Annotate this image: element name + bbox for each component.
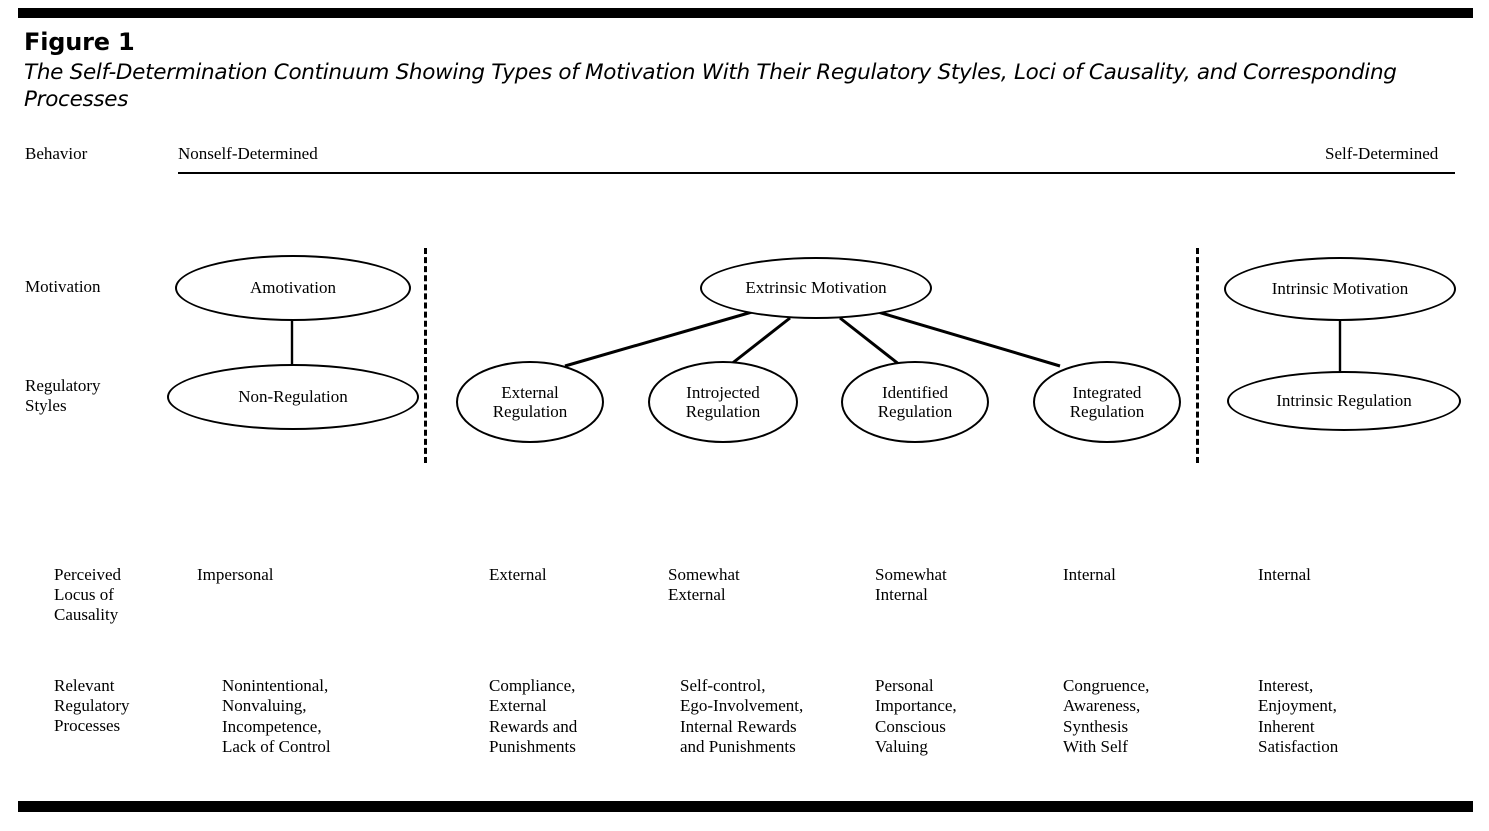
process-item-intrinsic: Interest, Enjoyment, Inherent Satisfacti… bbox=[1258, 676, 1339, 757]
process-item-identified: Personal Importance, Conscious Valuing bbox=[875, 676, 957, 757]
plc-item-somewhat-external: Somewhat External bbox=[668, 565, 740, 605]
plc-item-impersonal: Impersonal bbox=[197, 565, 274, 584]
plc-item-external: External bbox=[489, 565, 547, 584]
bottom-rule bbox=[18, 801, 1473, 812]
continuum-right-end: Self-Determined bbox=[1325, 144, 1439, 163]
plc-item-somewhat-internal: Somewhat Internal bbox=[875, 565, 947, 605]
node-intrinsic-regulation[interactable]: Intrinsic Regulation bbox=[1227, 371, 1461, 431]
process-item-introjected: Self-control, Ego-Involvement, Internal … bbox=[680, 676, 804, 757]
divider-left-dashed bbox=[424, 248, 427, 463]
top-rule bbox=[18, 8, 1473, 18]
plc-item-internal-intrinsic: Internal bbox=[1258, 565, 1311, 584]
continuum-left-end: Nonself-Determined bbox=[178, 144, 318, 163]
node-identified-regulation[interactable]: Identified Regulation bbox=[841, 361, 989, 443]
continuum-line bbox=[178, 172, 1455, 174]
node-intrinsic-motivation[interactable]: Intrinsic Motivation bbox=[1224, 257, 1456, 321]
divider-right-dashed bbox=[1196, 248, 1199, 463]
figure-number: Figure 1 bbox=[24, 28, 135, 56]
process-item-amotivation: Nonintentional, Nonvaluing, Incompetence… bbox=[222, 676, 331, 757]
row-label-regulatory-processes: Relevant Regulatory Processes bbox=[54, 676, 130, 736]
row-label-behavior: Behavior bbox=[25, 144, 88, 163]
process-item-external: Compliance, External Rewards and Punishm… bbox=[489, 676, 578, 757]
node-external-regulation[interactable]: External Regulation bbox=[456, 361, 604, 443]
figure-caption: The Self-Determination Continuum Showing… bbox=[24, 60, 1397, 112]
plc-item-internal-integrated: Internal bbox=[1063, 565, 1116, 584]
row-label-regulatory-styles: Regulatory Styles bbox=[25, 376, 101, 416]
process-item-integrated: Congruence, Awareness, Synthesis With Se… bbox=[1063, 676, 1150, 757]
node-amotivation[interactable]: Amotivation bbox=[175, 255, 411, 321]
row-label-motivation: Motivation bbox=[25, 277, 101, 296]
node-integrated-regulation[interactable]: Integrated Regulation bbox=[1033, 361, 1181, 443]
node-extrinsic-motivation[interactable]: Extrinsic Motivation bbox=[700, 257, 932, 319]
row-label-perceived-locus: Perceived Locus of Causality bbox=[54, 565, 122, 625]
node-non-regulation[interactable]: Non-Regulation bbox=[167, 364, 419, 430]
node-introjected-regulation[interactable]: Introjected Regulation bbox=[648, 361, 798, 443]
